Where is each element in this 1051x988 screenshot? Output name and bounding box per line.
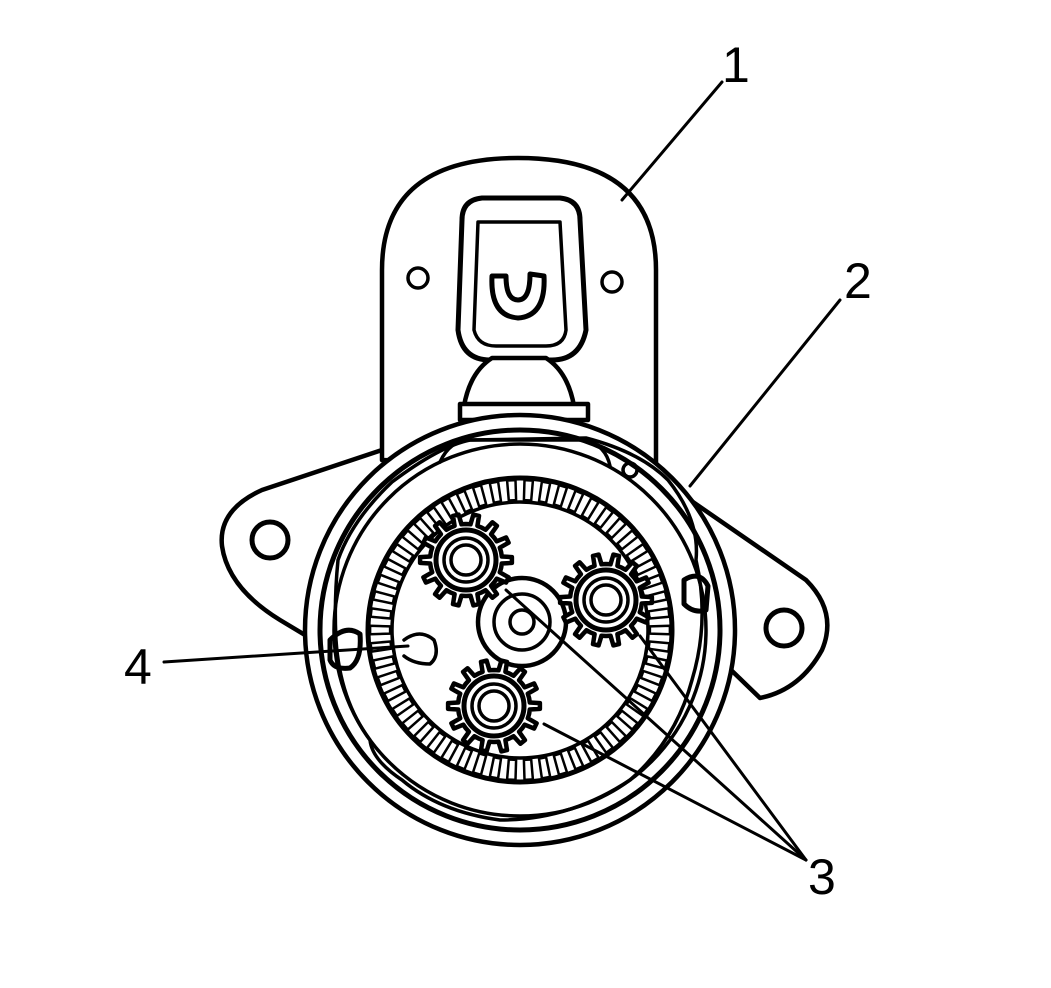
terminal-inner [472,220,568,348]
ring-tooth [633,683,658,703]
planet-pin [449,543,483,577]
ring-tooth [605,720,628,744]
flange-bolt-hole-right [763,607,805,649]
ring-tooth [537,756,552,780]
ring-tooth [401,709,425,731]
planet-gear-right [557,552,655,648]
ring-tooth [382,557,407,577]
ring-tooth [440,739,460,764]
ring-tooth [376,573,401,591]
ring-tooth [625,542,649,563]
ring-tooth [371,655,396,670]
ring-tooth [401,529,425,551]
ring-tooth [412,516,435,540]
ring-tooth [382,683,407,703]
planet-bearing-ring [442,536,490,584]
carrier-tab [402,632,438,666]
ring-tooth [391,542,415,563]
planet-pin [589,583,623,617]
ring-tooth [505,478,518,502]
leader-line-3b [638,634,808,862]
ring-tooth [371,590,396,605]
ring-tooth [471,752,488,777]
planet-bearing-outer [433,527,499,593]
planet-bearing-ring [470,682,518,730]
housing-rivet [621,461,639,479]
ring-tooth [648,624,672,636]
terminal-outer [455,195,589,363]
leader-line-3a [504,588,808,862]
ring-tooth [376,669,401,687]
leader-line-4 [162,644,410,664]
ring-tooth [368,624,392,636]
solenoid-hole-left [406,266,430,290]
ring-tooth [605,516,628,540]
ring-tooth [537,480,552,504]
ring-tooth [593,505,615,530]
solenoid-housing [379,155,659,473]
planet-gear-bottom [445,658,543,754]
ring-tooth [522,758,535,782]
ring-tooth [488,756,503,780]
housing-notch-left [327,627,363,671]
ring-tooth [369,640,393,653]
callout-3: 3 [808,849,836,905]
ring-tooth [488,480,503,504]
terminal-fork [489,271,547,321]
housing-notch-right [681,573,711,614]
flange-bolt-hole-left [249,519,291,561]
ring-tooth [455,746,474,771]
leader-line-1 [620,80,724,202]
planet-bearing-outer [461,673,527,739]
ring-tooth [505,758,518,782]
leader-line-2 [688,298,842,488]
ring-tooth [566,489,585,514]
ring-gear-teeth [368,478,672,782]
ring-tooth [391,697,415,718]
ring-tooth [425,730,447,755]
planet-bearing-outer [573,567,639,633]
housing-tab-top [438,438,612,468]
ring-tooth [412,720,435,744]
callout-2: 2 [844,253,872,309]
callout-4: 4 [124,639,152,695]
housing-ring-2 [317,427,723,833]
ring-tooth [580,496,600,521]
ring-tooth [639,669,664,687]
planet-pin [477,689,511,723]
ring-tooth [552,752,569,777]
planet-bearing-ring [582,576,630,624]
leader-line-3c [542,722,808,862]
ring-tooth [566,746,585,771]
ring-tooth [471,483,488,508]
ring-tooth [615,709,639,731]
ring-tooth [522,478,535,502]
sun-gear-hub [508,608,536,636]
ring-tooth [625,697,649,718]
ring-gear-outer [365,475,675,785]
planet-gear-top [417,512,515,608]
callout-1: 1 [722,37,750,93]
ring-tooth [615,529,639,551]
sun-gear-ring [492,592,552,652]
ring-tooth [369,607,393,620]
ring-tooth [593,730,615,755]
ring-tooth [633,557,658,577]
ring-tooth [455,489,474,514]
solenoid-hole-right [600,270,624,294]
terminal-neck [461,355,577,409]
ring-tooth [552,483,569,508]
ring-gear-inner [390,500,650,760]
